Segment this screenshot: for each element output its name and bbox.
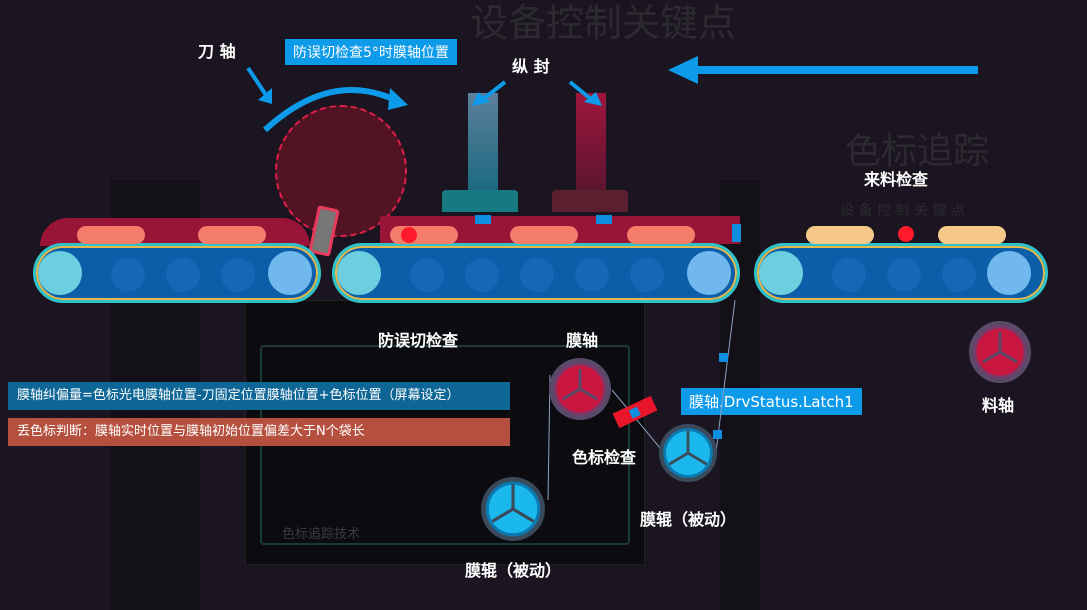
position-marker [475, 215, 491, 224]
watermark-title: 设备控制关键点 [470, 1, 737, 45]
film-roller-gear-icon [480, 476, 546, 542]
conveyor-belt-right [754, 243, 1048, 303]
conveyor-belt-left [33, 243, 321, 303]
bag-product [806, 226, 874, 244]
belt-roller [687, 251, 731, 295]
film-roller-gear-icon [658, 423, 718, 483]
watermark-tech: 色标追踪技术 [282, 527, 361, 542]
belt-dot [630, 258, 664, 292]
lost-mark-rule-note: 丢色标判断：膜轴实时位置与膜轴初始位置偏差大于N个袋长 [8, 418, 510, 446]
belt-roller [987, 251, 1031, 295]
deviation-formula-note: 膜轴纠偏量=色标光电膜轴位置-刀固定位置膜轴位置+色标位置（屏幕设定） [8, 382, 510, 410]
position-marker [713, 430, 722, 439]
belt-dot [520, 258, 554, 292]
seal-arrows-icon [470, 80, 610, 110]
position-marker [596, 215, 612, 224]
film-axis-label: 膜轴 [566, 331, 599, 350]
color-mark-check-label: 色标检查 [572, 448, 637, 467]
knife-rotation-arrow-icon [240, 60, 410, 140]
material-axis-label: 料轴 [982, 396, 1015, 415]
belt-dot [942, 258, 976, 292]
bag-product [510, 226, 578, 244]
bag-product [77, 226, 145, 244]
vertical-seal-left-base [442, 190, 518, 212]
bag-product [198, 226, 266, 244]
vertical-seal-left [468, 93, 498, 193]
position-marker [719, 353, 728, 362]
belt-roller [759, 251, 803, 295]
belt-roller [38, 251, 82, 295]
bag-product [627, 226, 695, 244]
anti-miscut-position-tag: 防误切检查5°时膜轴位置 [285, 39, 457, 65]
incoming-check-label: 来料检查 [864, 170, 929, 189]
position-marker [732, 224, 741, 242]
flow-direction-arrow-icon [668, 56, 978, 84]
belt-roller [268, 251, 312, 295]
film-axis-gear-icon [548, 357, 612, 421]
conveyor-belt-middle [332, 243, 740, 303]
sensor-marker [628, 406, 641, 419]
belt-dot [410, 258, 444, 292]
belt-dot [887, 258, 921, 292]
watermark-subtitle: 设 备 控 制 关 键 点 [840, 203, 965, 219]
belt-dot [832, 258, 866, 292]
anti-miscut-check-label: 防误切检查 [378, 331, 459, 350]
color-mark-dot [898, 226, 914, 242]
knife-axis-label: 刀 轴 [198, 42, 236, 61]
belt-dot [111, 258, 145, 292]
belt-roller [337, 251, 381, 295]
vertical-seal-right-base [552, 190, 628, 212]
material-axis-gear-icon [968, 320, 1032, 384]
belt-dot [575, 258, 609, 292]
vertical-seal-label: 纵 封 [512, 57, 550, 76]
color-mark-dot [401, 227, 417, 243]
watermark-color-tracking: 色标追踪 [845, 131, 990, 172]
belt-dot [465, 258, 499, 292]
belt-dot [221, 258, 255, 292]
film-roller-label: 膜辊（被动） [465, 561, 562, 580]
film-roller-label: 膜辊（被动） [640, 510, 737, 529]
bag-product [938, 226, 1006, 244]
belt-dot [166, 258, 200, 292]
knife-circle [275, 105, 407, 237]
drv-status-tag: 膜轴.DrvStatus.Latch1 [681, 388, 862, 415]
vertical-seal-right [576, 93, 606, 193]
